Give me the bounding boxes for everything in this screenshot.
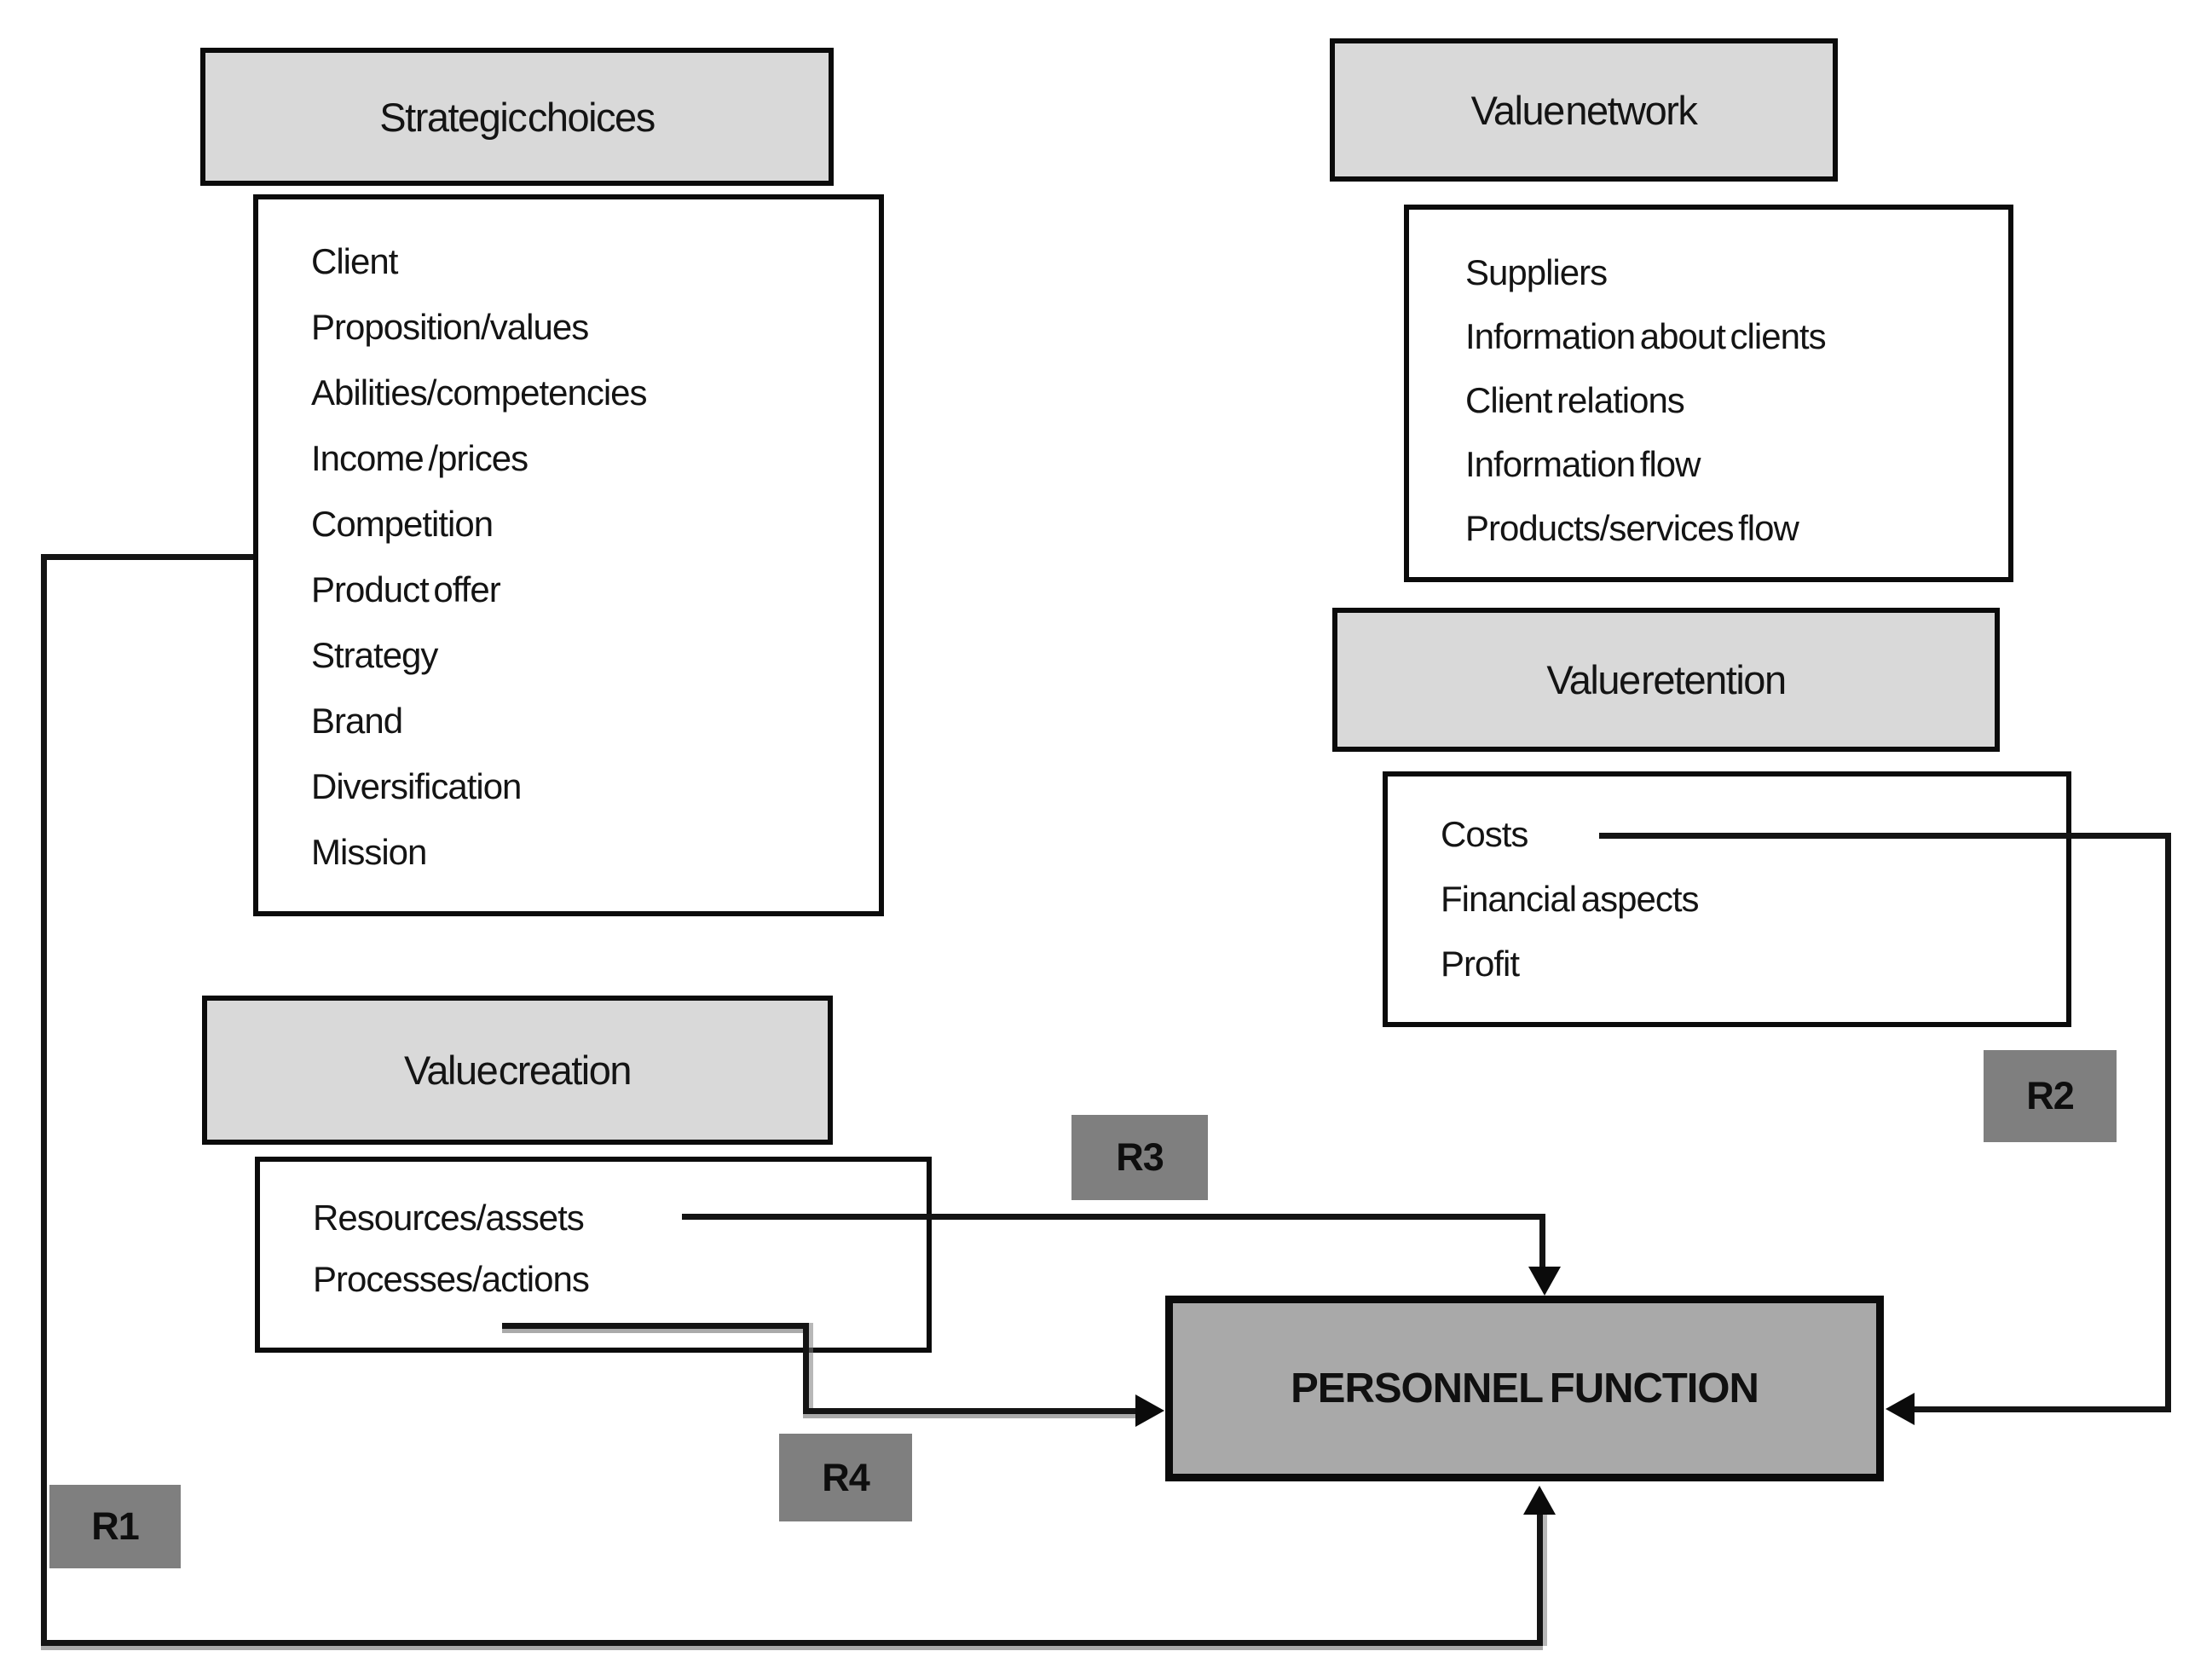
r3-connector-line xyxy=(1539,1214,1545,1272)
list-item: Profit xyxy=(1441,944,1520,984)
r1-arrowhead-icon xyxy=(1523,1486,1556,1515)
r1-connector-line xyxy=(1537,1512,1543,1646)
strategic-choices-panel: Client Proposition/values Abilities/comp… xyxy=(253,194,884,916)
list-item: Financial aspects xyxy=(1441,879,1700,919)
r2-arrowhead-icon xyxy=(1886,1393,1915,1425)
list-item: Competition xyxy=(311,504,494,544)
personnel-function-title: PERSONNEL FUNCTION xyxy=(1291,1365,1759,1412)
list-item: Products/services flow xyxy=(1465,508,1799,548)
list-item: Proposition/values xyxy=(311,307,589,347)
list-item: Client relations xyxy=(1465,380,1685,420)
r3-arrowhead-icon xyxy=(1528,1267,1561,1296)
value-network-panel: Suppliers Information about clients Clie… xyxy=(1404,205,2013,582)
list-item: Brand xyxy=(311,701,403,741)
r3-connector-line xyxy=(682,1214,1545,1220)
list-item: Resources/assets xyxy=(313,1198,585,1238)
list-item: Costs xyxy=(1441,814,1528,854)
r2-connector-line xyxy=(1599,833,2171,839)
r4-connector-line xyxy=(502,1323,809,1329)
relation-label-r4: R4 xyxy=(779,1434,912,1521)
list-item: Diversification xyxy=(311,766,522,806)
strategic-choices-title: Strategic choices xyxy=(379,94,656,140)
r4-arrowhead-icon xyxy=(1135,1394,1164,1427)
list-item: Client xyxy=(311,241,398,281)
value-retention-header: Value retention xyxy=(1332,608,2000,752)
value-network-header: Value network xyxy=(1330,38,1838,182)
r1-connector-line xyxy=(41,1640,1543,1646)
list-item: Suppliers xyxy=(1465,252,1608,292)
value-network-title: Value network xyxy=(1470,87,1698,133)
r1-connector-line xyxy=(41,554,47,1646)
value-retention-panel: Costs Financial aspects Profit xyxy=(1383,771,2071,1027)
value-creation-title: Value creation xyxy=(404,1048,632,1093)
strategic-choices-header: Strategic choices xyxy=(200,48,834,186)
list-item: Product offer xyxy=(311,569,501,609)
relation-label-r2: R2 xyxy=(1984,1050,2117,1142)
value-creation-header: Value creation xyxy=(202,996,833,1145)
relation-label-r3: R3 xyxy=(1071,1115,1208,1200)
list-item: Information about clients xyxy=(1465,316,1827,356)
relation-label-r1: R1 xyxy=(49,1485,181,1568)
list-item: Mission xyxy=(311,832,427,872)
list-item: Information flow xyxy=(1465,444,1701,484)
r4-connector-line xyxy=(803,1408,1140,1414)
list-item: Income /prices xyxy=(311,438,528,478)
list-item: Processes/actions xyxy=(313,1259,590,1299)
r1-connector-line xyxy=(41,554,253,560)
list-item: Abilities/competencies xyxy=(311,372,648,413)
r2-connector-line xyxy=(1915,1406,2171,1412)
value-creation-panel: Resources/assets Processes/actions xyxy=(255,1157,932,1353)
personnel-function-box: PERSONNEL FUNCTION xyxy=(1165,1296,1884,1481)
value-retention-title: Value retention xyxy=(1546,657,1787,702)
r2-connector-line xyxy=(2165,833,2171,1412)
list-item: Strategy xyxy=(311,635,438,675)
r4-connector-line xyxy=(803,1323,809,1414)
